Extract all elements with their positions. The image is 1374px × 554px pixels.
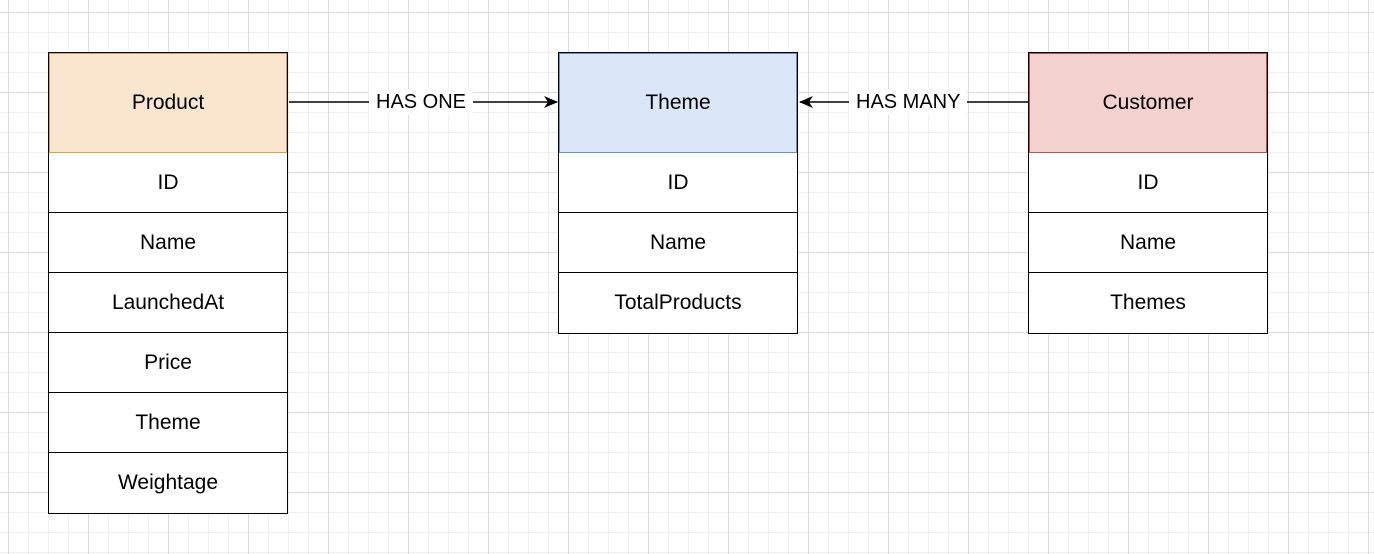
customer-header[interactable]: Customer xyxy=(1029,53,1267,153)
product-field-name[interactable]: Name xyxy=(49,213,287,273)
product-field-id[interactable]: ID xyxy=(49,153,287,213)
has-one-label: HAS ONE xyxy=(369,89,474,115)
theme-field-name[interactable]: Name xyxy=(559,213,797,273)
theme-entity[interactable]: Theme ID Name TotalProducts xyxy=(558,52,798,334)
product-field-theme[interactable]: Theme xyxy=(49,393,287,453)
product-field-launchedat[interactable]: LaunchedAt xyxy=(49,273,287,333)
customer-field-name[interactable]: Name xyxy=(1029,213,1267,273)
product-field-price[interactable]: Price xyxy=(49,333,287,393)
theme-field-totalproducts[interactable]: TotalProducts xyxy=(559,273,797,333)
has-many-label: HAS MANY xyxy=(849,89,968,115)
product-entity[interactable]: Product ID Name LaunchedAt Price Theme W… xyxy=(48,52,288,514)
customer-entity[interactable]: Customer ID Name Themes xyxy=(1028,52,1268,334)
customer-field-themes[interactable]: Themes xyxy=(1029,273,1267,333)
product-header[interactable]: Product xyxy=(49,53,287,153)
customer-field-id[interactable]: ID xyxy=(1029,153,1267,213)
theme-header[interactable]: Theme xyxy=(559,53,797,153)
theme-field-id[interactable]: ID xyxy=(559,153,797,213)
product-field-weightage[interactable]: Weightage xyxy=(49,453,287,513)
